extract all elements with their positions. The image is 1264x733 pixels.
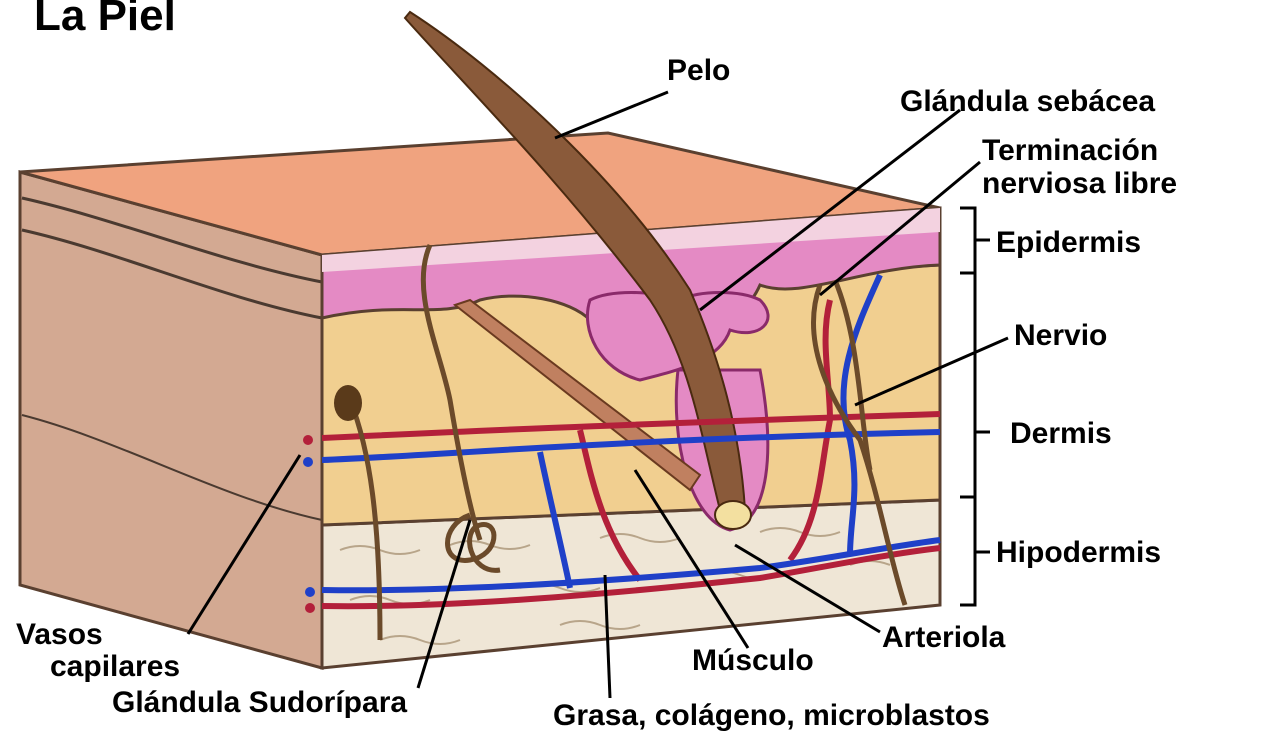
- diagram-title: La Piel: [34, 0, 176, 40]
- pacinian-corpuscle: [334, 385, 362, 421]
- layer-brackets: [960, 208, 990, 605]
- vessel-dot-blue: [305, 587, 315, 597]
- label-terminacion: Terminación: [982, 134, 1158, 167]
- label-nerviosa-libre: nerviosa libre: [982, 167, 1177, 200]
- label-glandula-sebacea: Glándula sebácea: [900, 85, 1155, 118]
- label-musculo: Músculo: [692, 644, 814, 677]
- label-epidermis: Epidermis: [996, 226, 1141, 259]
- label-dermis: Dermis: [1010, 417, 1112, 450]
- label-arteriola: Arteriola: [882, 621, 1006, 654]
- hypodermis-layer: [322, 500, 940, 668]
- vessel-dot-red: [305, 603, 315, 613]
- label-hipodermis: Hipodermis: [996, 536, 1161, 569]
- block-side-face: [20, 172, 322, 668]
- label-glandula-sudoripara: Glándula Sudorípara: [112, 686, 407, 719]
- label-vasos: Vasos: [16, 618, 103, 651]
- label-nervio: Nervio: [1014, 319, 1107, 352]
- vessel-dot-blue: [303, 457, 313, 467]
- label-capilares: capilares: [50, 650, 180, 683]
- label-pelo: Pelo: [667, 54, 730, 87]
- label-grasa: Grasa, colágeno, microblastos: [553, 699, 990, 732]
- vessel-dot-red: [303, 435, 313, 445]
- hair-bulb: [715, 501, 751, 529]
